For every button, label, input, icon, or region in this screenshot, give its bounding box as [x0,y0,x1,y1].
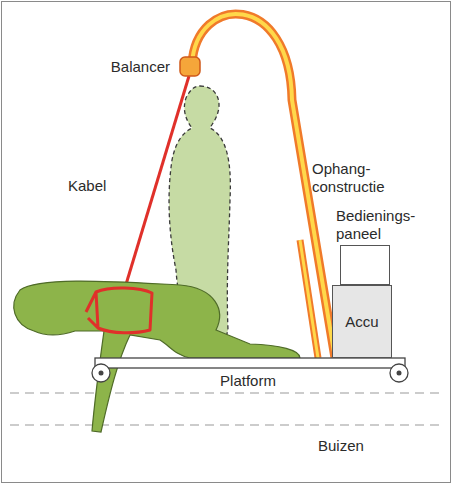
suspension-leg [300,240,318,358]
suspension-leg [300,240,318,358]
heading-holder: Bedienings- paneel [336,207,436,243]
part-label: Platform [220,372,276,390]
platform [95,358,405,368]
pipe-line [10,392,445,393]
cable [124,76,189,291]
battery-box: Accu [332,285,392,358]
wheel [92,364,110,382]
box-heading: Bedienings- paneel [336,207,436,243]
part-label: Kabel [68,177,106,195]
balancer [180,57,200,76]
part-label: Buizen [318,437,364,455]
part-label: Ophang- constructie [312,160,404,196]
pipe-line [10,424,445,425]
wheel [390,364,408,382]
part-label: Balancer [111,58,170,76]
kneeling-figure [14,281,300,432]
label-holder: Kabel [68,177,106,195]
wheel-hub [397,371,402,376]
label-holder: Balancer [111,58,170,76]
harness [86,288,152,333]
control-panel-box: Bedienings- paneel [340,245,390,285]
wheel-hub [99,371,104,376]
box-text: Accu [345,313,378,331]
label-holder: Ophang- constructie [312,160,404,196]
label-holder: Buizen [318,437,364,455]
label-holder: Platform [220,372,276,390]
body-holder: Accu [333,286,391,357]
